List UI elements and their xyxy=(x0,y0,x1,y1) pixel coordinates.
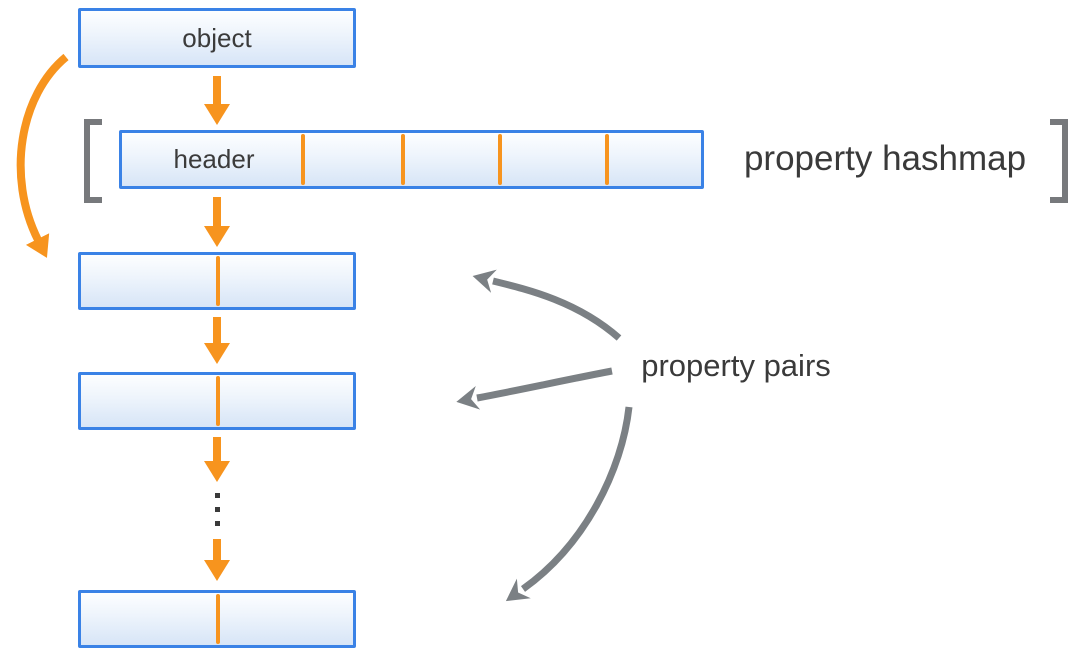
pointer-arrow-to-pair3 xyxy=(505,406,633,602)
header-cell-label: header xyxy=(173,144,255,174)
property-hashmap-box: header xyxy=(119,130,704,189)
ellipsis-dot xyxy=(215,521,220,526)
property-pairs-label: property pairs xyxy=(641,348,831,383)
right-bracket xyxy=(1050,119,1068,203)
pointer-arrows xyxy=(456,269,633,602)
property-pair-box-1 xyxy=(78,252,356,310)
pointer-arrow-to-pair2 xyxy=(456,367,613,410)
property-pair-box-2 xyxy=(78,372,356,430)
header-cell: header xyxy=(122,133,306,186)
curved-arrow-object-to-pair1 xyxy=(16,53,69,258)
pointer-arrow-to-pair1 xyxy=(472,269,622,341)
ellipsis-dot xyxy=(215,493,220,498)
property-pair-box-3 xyxy=(78,590,356,648)
ellipsis-dot xyxy=(215,507,220,512)
property-hashmap-label: property hashmap xyxy=(743,139,1027,178)
left-bracket xyxy=(84,119,102,203)
object-box-label: object xyxy=(182,22,252,53)
object-box: object xyxy=(78,8,356,68)
